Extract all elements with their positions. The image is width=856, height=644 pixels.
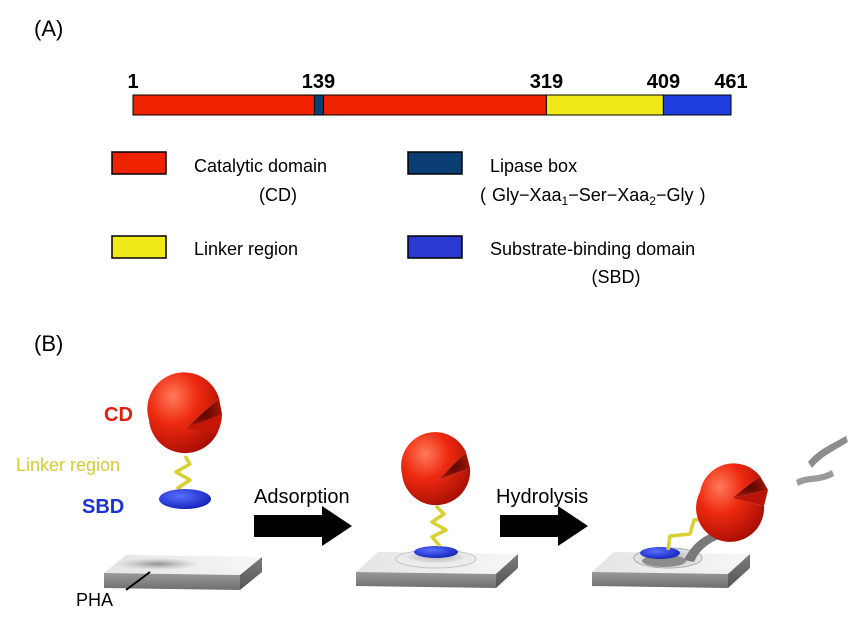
sbd-disc-3	[640, 547, 680, 559]
degradation-fragment-1	[796, 470, 834, 486]
label-cd: CD	[104, 404, 133, 426]
bar-segment-sbd	[662, 94, 732, 116]
linker-1	[174, 455, 192, 497]
legend-swatch-linker	[111, 235, 167, 259]
cd-sphere-3	[696, 463, 768, 542]
stage-adsorbed	[356, 432, 518, 588]
legend: Catalytic domain (CD) Lipase box (Gly−Xa…	[111, 151, 706, 287]
bar-number-461: 461	[714, 71, 747, 93]
legend-label-lipase-box: Lipase box	[490, 156, 577, 176]
sbd-disc-1	[159, 489, 211, 509]
label-linker-region: Linker region	[16, 455, 120, 475]
legend-swatch-lipase-box	[407, 151, 463, 175]
bar-lipase-box	[313, 94, 324, 116]
bar-segment-catalytic	[132, 94, 547, 116]
legend-label-catalytic-abbrev: (CD)	[259, 185, 297, 205]
pha-strand	[684, 532, 722, 562]
panel-a-label: (A)	[34, 16, 63, 41]
legend-label-sbd: Substrate-binding domain	[490, 239, 695, 259]
legend-swatch-sbd	[407, 235, 463, 259]
label-hydrolysis: Hydrolysis	[496, 486, 588, 508]
bar-number-409: 409	[647, 71, 680, 93]
legend-label-lipase-formula: (Gly−Xaa1−Ser−Xaa2−Gly)	[480, 185, 706, 208]
arrow-hydrolysis	[500, 506, 588, 546]
stage-free-enzyme	[104, 372, 262, 591]
bar-number-319: 319	[530, 71, 563, 93]
bar-number-139: 139	[302, 71, 335, 93]
degradation-fragment-2	[808, 436, 848, 468]
cd-sphere-1	[147, 372, 223, 454]
label-pha: PHA	[76, 590, 113, 610]
bar-number-1: 1	[127, 71, 138, 93]
legend-swatch-catalytic	[111, 151, 167, 175]
linker-2	[430, 504, 448, 548]
bar-segment-linker	[545, 94, 664, 116]
legend-label-sbd-abbrev: (SBD)	[592, 267, 641, 287]
label-adsorption: Adsorption	[254, 486, 350, 508]
label-sbd: SBD	[82, 496, 124, 518]
pha-slab-2	[356, 549, 518, 588]
panel-b-label: (B)	[34, 331, 63, 356]
arrow-adsorption	[254, 506, 352, 546]
legend-label-linker: Linker region	[194, 239, 298, 259]
cd-sphere-2	[401, 432, 471, 506]
pha-pointer-line	[125, 571, 151, 591]
stage-hydrolysis	[592, 436, 848, 588]
bar-position-numbers: 1 139 319 409 461	[127, 71, 747, 93]
legend-label-catalytic: Catalytic domain	[194, 156, 327, 176]
pha-slab-1	[104, 555, 262, 590]
sbd-disc-2	[414, 546, 458, 558]
domain-bar	[132, 94, 732, 116]
